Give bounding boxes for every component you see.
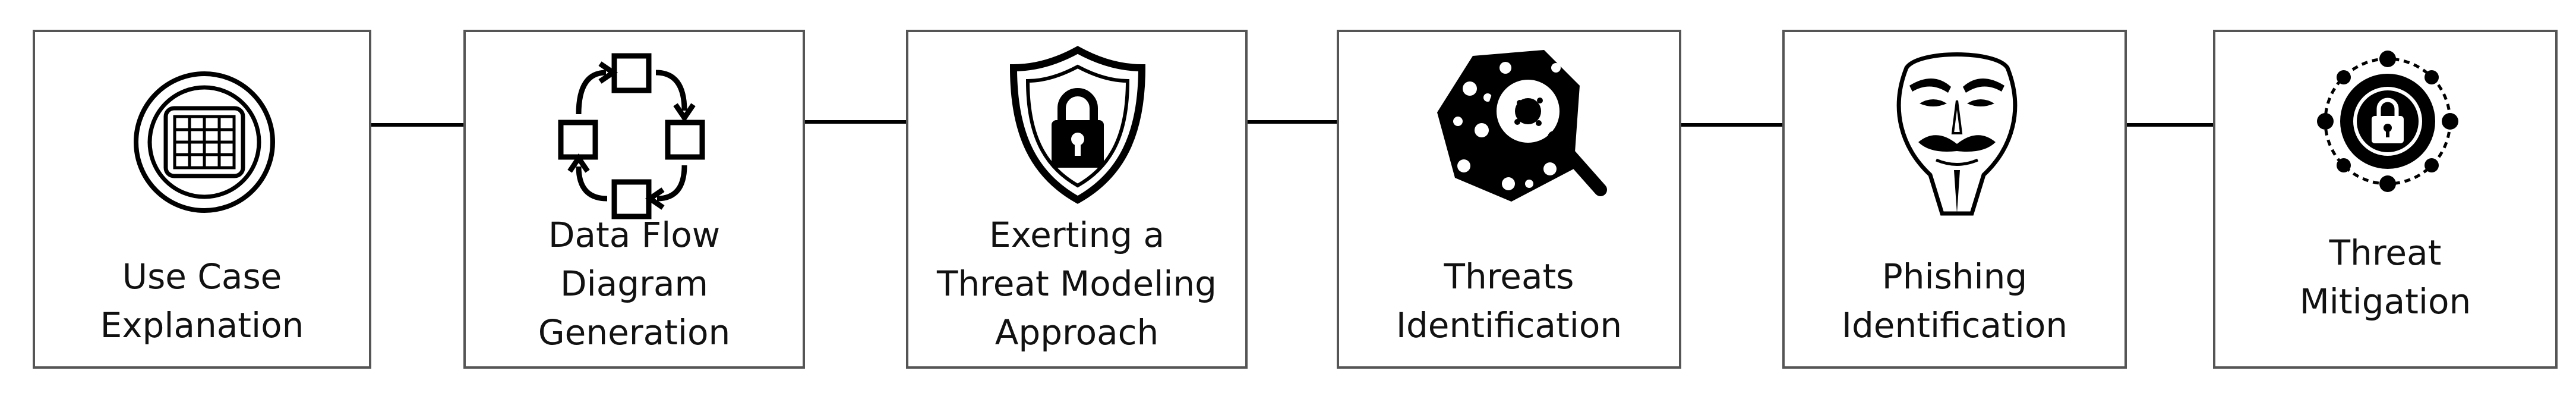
step-box-phishing: Phishing Identification <box>1782 30 2127 369</box>
step-label-phishing: Phishing Identification <box>1841 256 2068 346</box>
step-box-mitigation: Threat Mitigation <box>2213 30 2558 369</box>
step-box-threat-modeling: Exerting a Threat Modeling Approach <box>906 30 1248 369</box>
step-label-threats: Threats Identification <box>1396 256 1622 346</box>
step-box-threats: Threats Identification <box>1337 30 1681 369</box>
grid-badge-icon <box>134 71 275 213</box>
step-label-mitigation: Threat Mitigation <box>2299 233 2471 322</box>
step-box-dfd: Data Flow Diagram Generation <box>463 30 805 369</box>
step-label-threat-modeling: Exerting a Threat Modeling Approach <box>937 215 1217 353</box>
step-label-dfd: Data Flow Diagram Generation <box>538 215 731 353</box>
lock-ring-icon <box>2317 51 2458 192</box>
shield-lock-icon <box>1009 46 1146 204</box>
virus-magnifier-icon <box>1437 50 1607 202</box>
step-label-use-case: Use Case Explanation <box>100 256 304 346</box>
step-box-use-case: Use Case Explanation <box>33 30 371 369</box>
hacker-mask-icon <box>1896 52 2018 216</box>
cycle-flow-icon <box>558 53 705 219</box>
